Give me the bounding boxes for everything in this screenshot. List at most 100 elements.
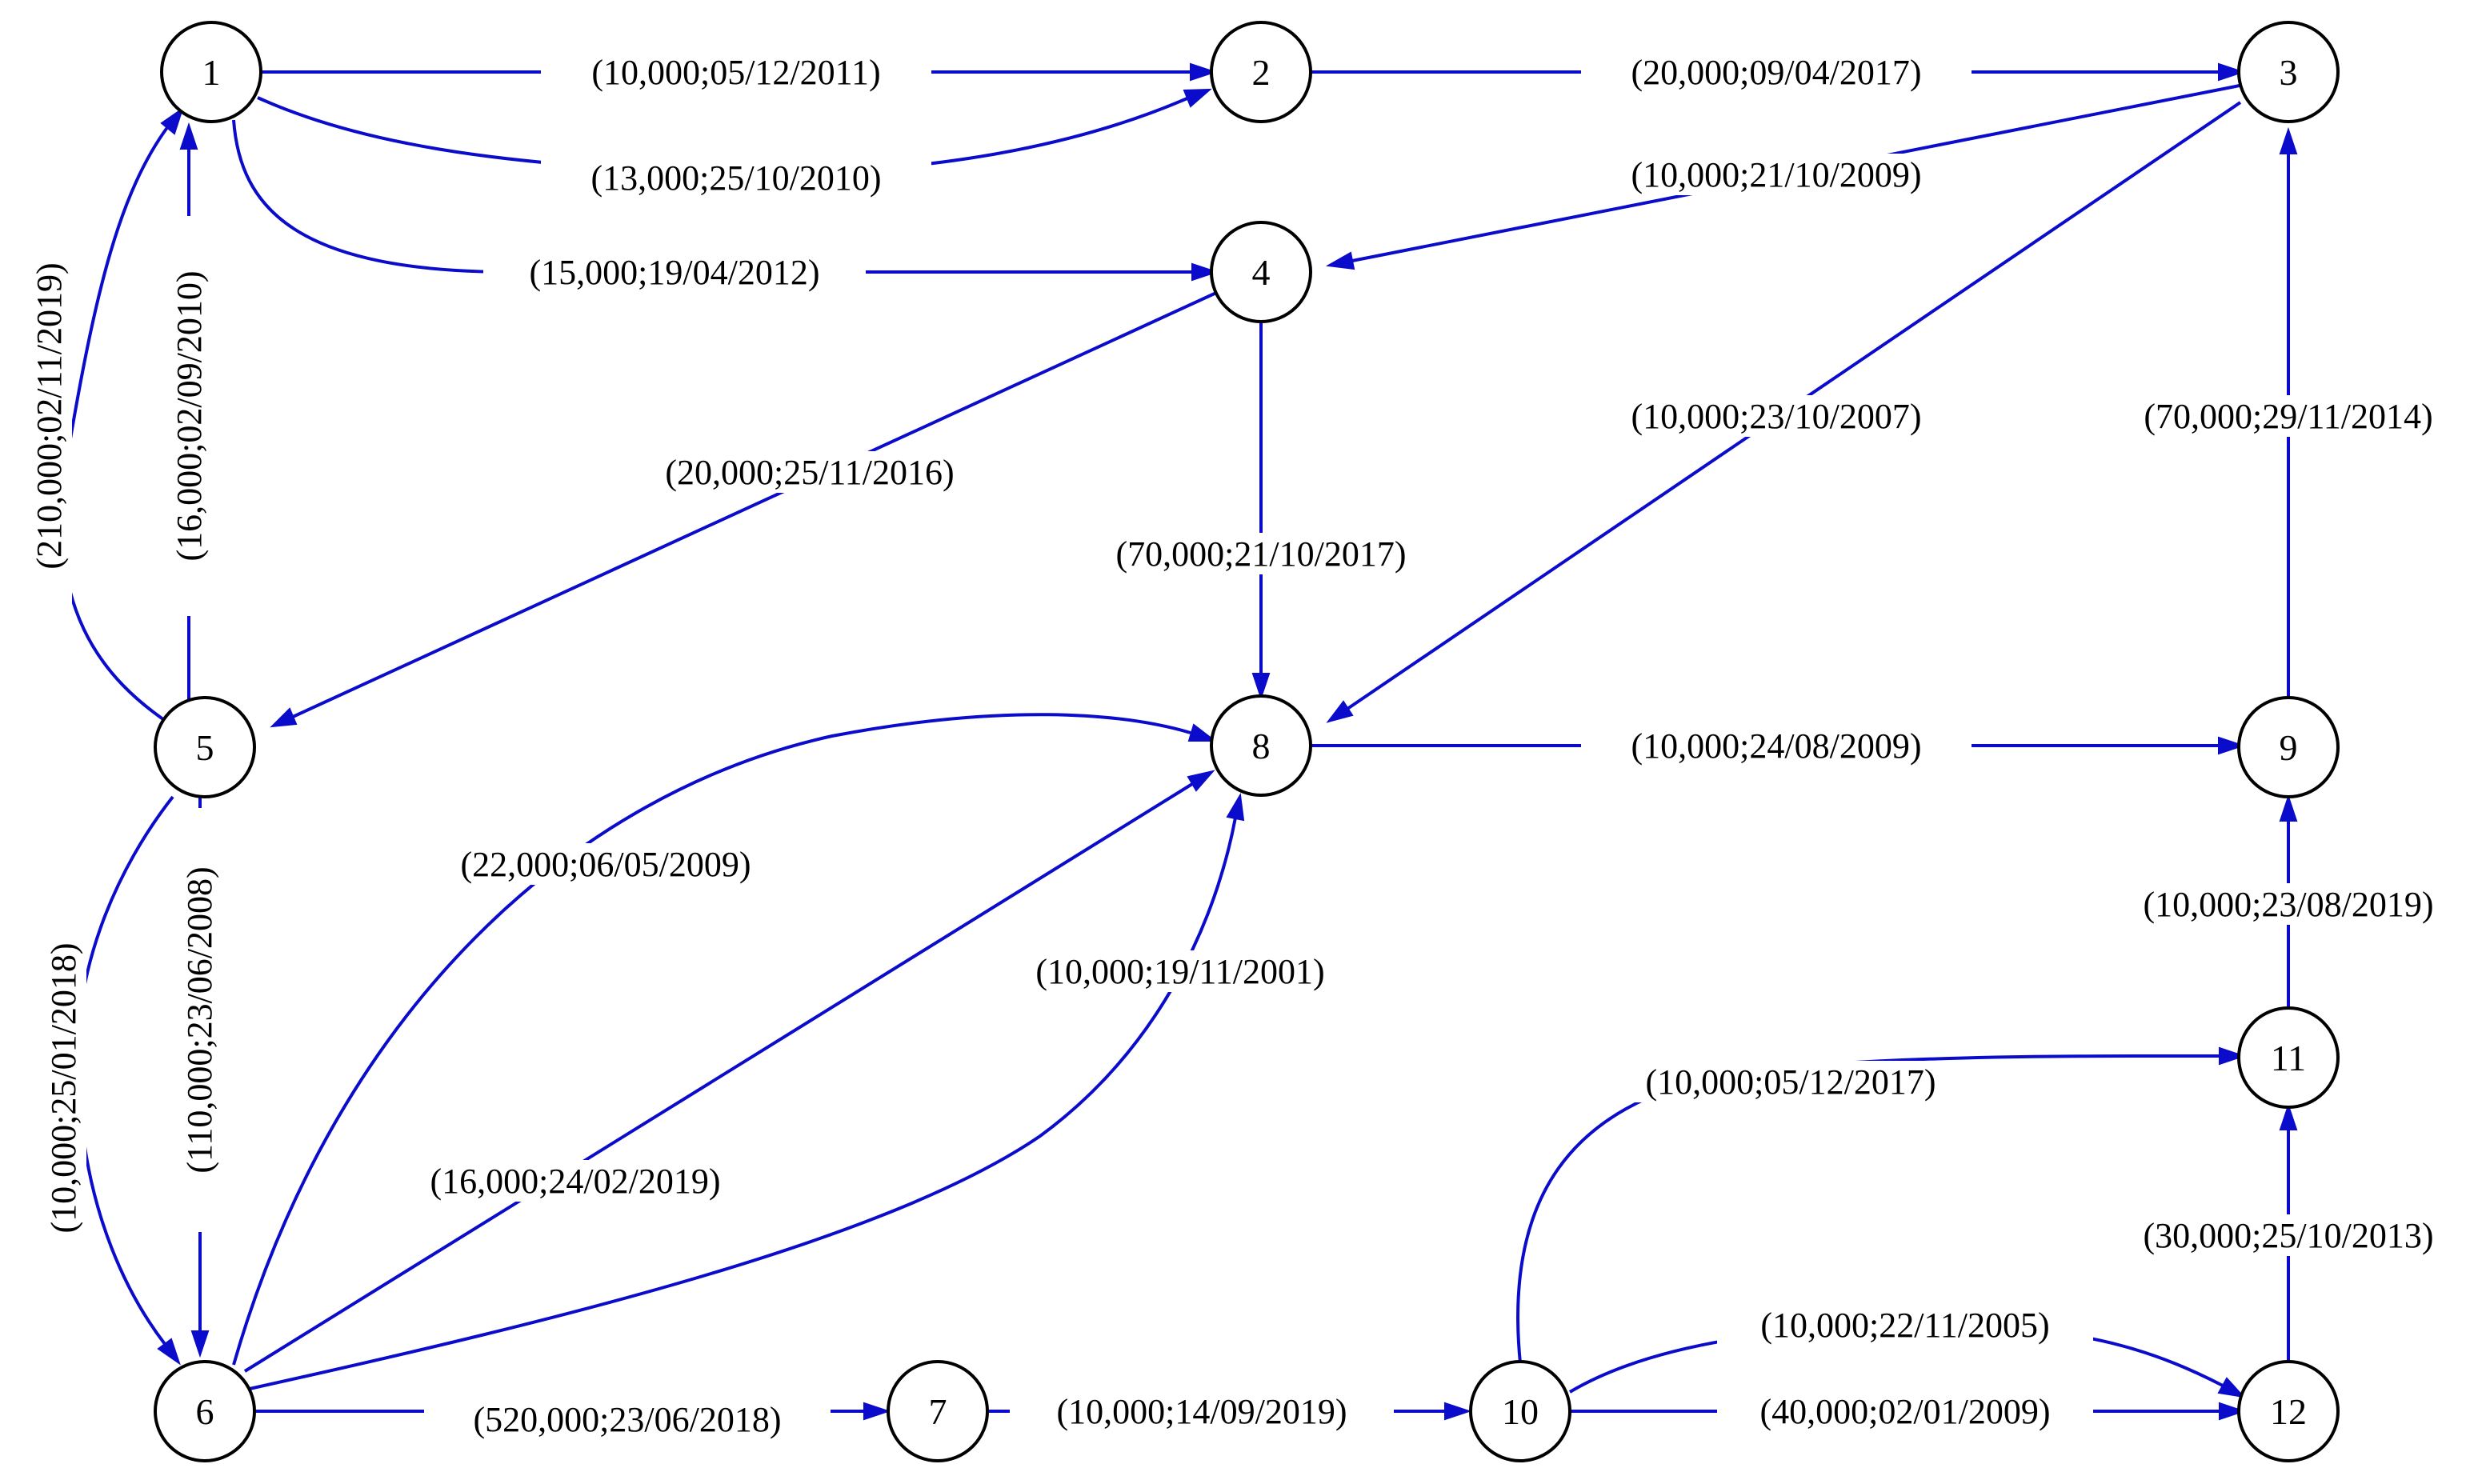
edge-label-text: (10,000;21/10/2009) [1631,155,1922,194]
arrowhead-5-6-b [190,1330,210,1358]
node-11-label: 11 [2271,1038,2306,1078]
edge-label-11-9: (10,000;23/08/2019) [2093,883,2484,925]
edge-label-text: (10,000;22/11/2005) [1760,1306,2049,1345]
edge-label-10-11: (10,000;05/12/2017) [1595,1061,1986,1102]
edge-label-8-9: (10,000;24/08/2009) [1581,725,1972,766]
arrowhead-10-11 [2219,1046,2247,1066]
node-3: 3 [2237,21,2340,123]
node-9: 9 [2237,696,2340,798]
arrowhead-6-8-a [1187,723,1217,742]
edge-label-1-2-b: (13,000;25/10/2010) [541,157,931,198]
edge-label-3-4: (10,000;21/10/2009) [1581,154,1972,195]
node-10-label: 10 [1502,1391,1539,1432]
node-12: 12 [2237,1360,2340,1462]
arrowhead-1-2-a [1190,62,1218,82]
edge-label-text: (22,000;06/05/2009) [461,845,751,884]
edge-label-4-5: (20,000;25/11/2016) [619,451,1000,493]
arrowhead-4-5 [270,707,298,728]
edge-label-text: (10,000;23/08/2019) [2144,885,2434,924]
edge-label-5-1-a: (210,000;02/11/2019) [27,208,72,624]
edge-label-text: (110,000;23/06/2008) [180,866,219,1173]
edge-4-5 [292,291,1217,718]
arrowhead-3-8 [1326,700,1354,723]
arrowhead-2-3 [2218,62,2246,82]
node-2-label: 2 [1252,52,1271,93]
edge-1-4 [232,119,1192,274]
edge-label-5-6-b: (110,000;23/06/2008) [178,808,222,1232]
node-1-label: 1 [202,52,221,93]
edge-label-1-4: (15,000;19/04/2012) [483,251,866,293]
arrowhead-5-1-a [160,106,184,135]
node-5-label: 5 [196,727,214,768]
edge-label-text: (10,000;25/01/2018) [44,943,83,1234]
arrowhead-10-12-a [2217,1377,2246,1398]
arrowhead-4-8 [1251,673,1271,701]
edge-label-5-6-a: (10,000;25/01/2018) [42,896,86,1280]
arrowhead-6-8-c [1226,792,1245,822]
edge-label-text: (10,000;19/11/2001) [1035,952,1324,991]
arrowhead-1-2-b [1183,88,1212,108]
arrowhead-5-1-b [179,122,198,150]
node-6: 6 [154,1360,256,1462]
node-3-label: 3 [2280,52,2298,93]
node-6-label: 6 [196,1391,214,1432]
arrowhead-3-4 [1325,251,1355,270]
edge-label-text: (40,000;02/01/2009) [1760,1392,2051,1431]
arrowhead-8-9 [2218,736,2246,755]
arrowhead-1-4 [1191,262,1219,282]
node-8: 8 [1210,694,1312,797]
node-11: 11 [2237,1006,2340,1109]
edge-label-9-3: (70,000;29/11/2014) [2093,395,2484,437]
edge-label-text: (30,000;25/10/2013) [2144,1216,2434,1255]
arrowhead-10-12-b [2219,1402,2247,1421]
edge-label-2-3: (20,000;09/04/2017) [1581,51,1972,93]
node-4-label: 4 [1252,252,1271,293]
edge-label-4-8: (70,000;21/10/2017) [1066,533,1456,574]
node-5: 5 [154,696,256,798]
node-4: 4 [1210,221,1312,323]
edge-5-1-a [60,125,173,726]
edge-label-text: (13,000;25/10/2010) [591,158,882,198]
arrowhead-6-7 [863,1402,891,1421]
edge-label-5-1-b: (16,000;02/09/2010) [168,216,210,616]
edge-label-10-12-a: (10,000;22/11/2005) [1717,1304,2093,1346]
node-12-label: 12 [2270,1391,2307,1432]
node-8-label: 8 [1252,726,1271,766]
node-2: 2 [1210,21,1312,123]
edge-label-text: (16,000;02/09/2010) [170,271,209,562]
node-9-label: 9 [2280,727,2298,768]
edge-6-8-c [249,817,1237,1390]
edge-5-6-a [75,795,174,1346]
edge-label-10-12-b: (40,000;02/01/2009) [1717,1390,2093,1432]
edge-label-text: (10,000;23/10/2007) [1631,397,1922,436]
arrowhead-5-6-a [157,1338,181,1366]
edge-label-1-2-a: (10,000;05/12/2011) [541,51,931,93]
edge-label-6-8-c: (10,000;19/11/2001) [986,950,1375,992]
edge-label-text: (16,000;24/02/2019) [430,1162,721,1201]
arrowhead-6-8-b [1187,770,1215,792]
edge-label-12-11: (30,000;25/10/2013) [2093,1214,2484,1256]
edge-label-7-10: (10,000;14/09/2019) [1010,1390,1394,1432]
node-7: 7 [887,1360,989,1462]
edge-label-text: (10,000;05/12/2017) [1646,1062,1936,1102]
arrowhead-9-3 [2279,126,2298,154]
edge-label-text: (10,000;24/08/2009) [1631,726,1922,766]
node-7-label: 7 [929,1391,947,1432]
edge-label-6-8-a: (22,000;06/05/2009) [411,843,800,885]
edge-label-6-8-b: (16,000;24/02/2019) [381,1160,770,1202]
edge-label-text: (20,000;09/04/2017) [1631,53,1922,92]
arrowhead-12-11 [2279,1102,2298,1130]
edge-label-text: (520,000;23/06/2018) [474,1400,782,1439]
arrowhead-7-10 [1444,1402,1472,1421]
edge-6-8-b [243,782,1194,1373]
nodes: 1 2 3 4 5 6 7 8 [154,21,2340,1462]
edge-label-text: (70,000;21/10/2017) [1116,534,1407,574]
edge-label-text: (20,000;25/11/2016) [665,453,954,492]
edge-6-8-a [232,713,1191,1366]
edge-label-text: (10,000;14/09/2019) [1057,1392,1347,1431]
edge-labels: (10,000;05/12/2011) (13,000;25/10/2010) … [27,51,2484,1440]
edge-label-text: (10,000;05/12/2011) [591,53,880,92]
node-10: 10 [1469,1360,1571,1462]
edge-label-6-7: (520,000;23/06/2018) [424,1398,831,1440]
